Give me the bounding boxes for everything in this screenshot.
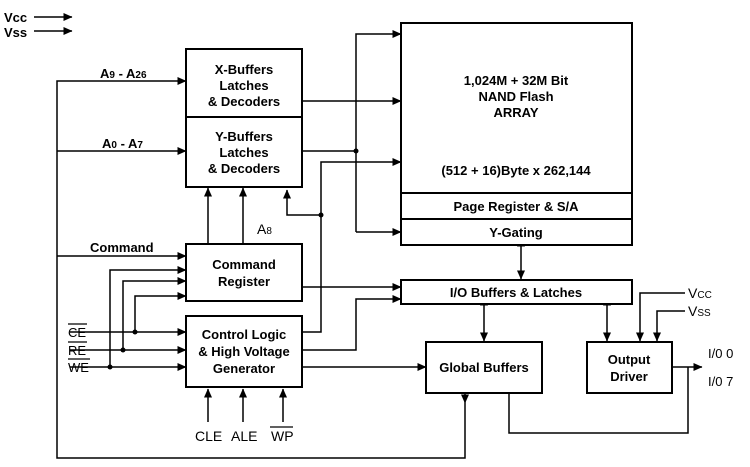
array-organization: (512 + 16)Byte x 262,144 — [441, 163, 591, 178]
wire-bus-ce — [134, 292, 187, 332]
bus-label-a9-a26: A9 - A26 — [100, 66, 147, 81]
x-buffers-line-3: & Decoders — [208, 94, 280, 109]
command-register-line-2: Register — [218, 274, 270, 289]
output-driver-box — [586, 341, 673, 394]
output-driver-line-1: Output — [608, 352, 651, 367]
x-buffers-line-2: Latches — [219, 78, 268, 93]
control-logic-box — [185, 315, 303, 388]
control-logic-line-3: Generator — [213, 361, 275, 376]
bus-label-a0-a7: A0 - A7 — [102, 136, 143, 151]
control-pin-labels: CE RE WE CLE ALE WP — [68, 323, 294, 444]
array-type: NAND Flash — [478, 89, 553, 104]
control-logic-block: Control Logic & High Voltage Generator — [185, 315, 303, 388]
pin-re-label: RE — [68, 343, 86, 358]
io-buffers-label: I/O Buffers & Latches — [450, 285, 582, 300]
pin-wp-label: WP — [271, 428, 294, 444]
wire-bus-re — [122, 277, 187, 350]
pin-ale-label: ALE — [231, 428, 257, 444]
io-buffers-box — [400, 279, 633, 305]
array-label: ARRAY — [493, 105, 538, 120]
wire-global-to-io-pins — [508, 367, 689, 434]
output-driver-line-2: Driver — [610, 369, 648, 384]
global-buffers-block: Global Buffers — [425, 341, 543, 394]
wire-y-vertical — [355, 30, 402, 232]
y-buffers-block: Y-Buffers Latches & Decoders — [185, 116, 303, 188]
pin-ce-label: CE — [68, 325, 86, 340]
vcc-legend-label: Vcc — [4, 10, 27, 25]
label-a8: A8 — [257, 221, 272, 237]
wire-ctrl-to-ybuf — [283, 189, 321, 216]
wire-output-vss — [653, 310, 685, 342]
wire-ctrl-to-io — [302, 295, 402, 351]
y-gating-label: Y-Gating — [489, 225, 543, 240]
output-driver-block: Output Driver — [586, 341, 673, 394]
vss-legend-label: Vss — [4, 25, 27, 40]
command-register-box — [185, 243, 303, 302]
nand-array-block: 1,024M + 32M Bit NAND Flash ARRAY (512 +… — [400, 22, 633, 246]
global-buffers-box — [425, 341, 543, 394]
pin-cle-label: CLE — [195, 428, 222, 444]
page-register-label: Page Register & S/A — [454, 199, 580, 214]
output-vss-label: VSS — [688, 303, 711, 319]
output-vcc-label: VCC — [688, 285, 712, 301]
wire-ctrl-to-array — [302, 158, 402, 333]
wire-a9-a26-bus — [56, 77, 466, 459]
io7-label: I/0 7 — [708, 374, 733, 389]
wire-output-vcc — [636, 292, 685, 342]
bus-label-command: Command — [90, 240, 154, 255]
command-register-line-1: Command — [212, 257, 276, 272]
array-outer-box — [400, 22, 633, 246]
global-buffers-label: Global Buffers — [439, 360, 529, 375]
wire-bus-we — [109, 266, 187, 367]
x-buffers-line-1: X-Buffers — [215, 62, 274, 77]
x-buffers-box — [185, 48, 303, 118]
io0-label: I/0 0 — [708, 346, 733, 361]
pin-we-label: WE — [68, 360, 89, 375]
control-logic-line-2: & High Voltage — [198, 344, 289, 359]
x-buffers-block: X-Buffers Latches & Decoders — [185, 48, 303, 118]
control-logic-line-1: Control Logic — [202, 327, 287, 342]
io-buffers-block: I/O Buffers & Latches — [400, 279, 633, 305]
y-buffers-line-1: Y-Buffers — [215, 129, 273, 144]
y-buffers-line-2: Latches — [219, 145, 268, 160]
y-buffers-box — [185, 116, 303, 188]
array-capacity: 1,024M + 32M Bit — [464, 73, 569, 88]
y-buffers-line-3: & Decoders — [208, 161, 280, 176]
command-register-block: Command Register — [185, 243, 303, 302]
power-legend: Vcc Vss — [4, 10, 73, 40]
